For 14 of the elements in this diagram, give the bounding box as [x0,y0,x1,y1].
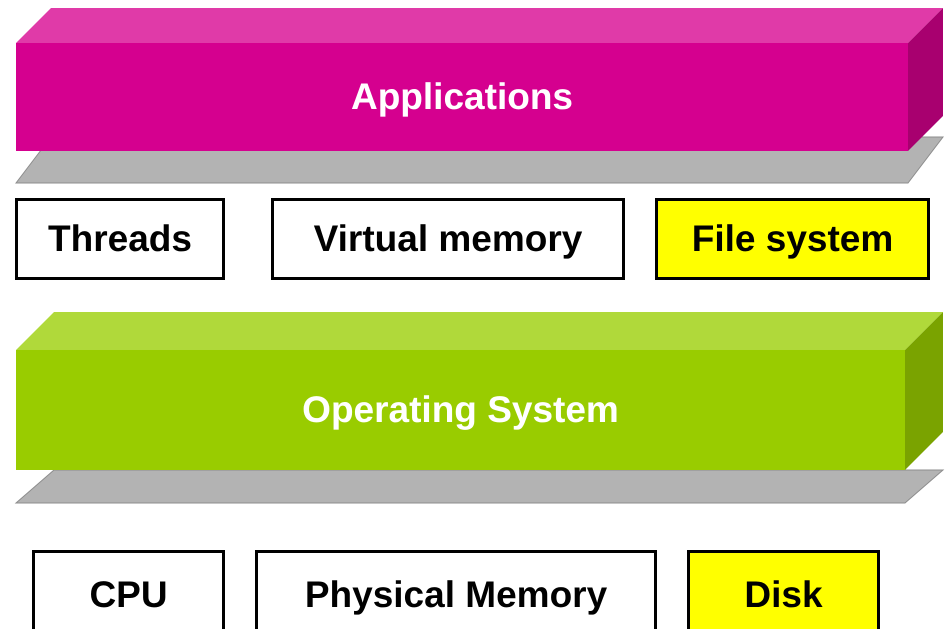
component-label: Virtual memory [314,218,582,260]
hardware-box [32,550,225,629]
hardware-box [255,550,657,629]
layer-title: Applications [350,76,574,118]
component-box [15,198,225,280]
layer-title: Operating System [302,389,619,431]
component-label: Threads [48,218,192,260]
component-label: Physical Memory [304,574,608,616]
highlighted-component-box [655,198,930,280]
component-label: Disk [744,574,823,616]
component-label: CPU [89,574,168,616]
component-box [271,198,625,280]
component-label: File system [692,218,894,260]
highlighted-hardware-box [687,550,880,629]
